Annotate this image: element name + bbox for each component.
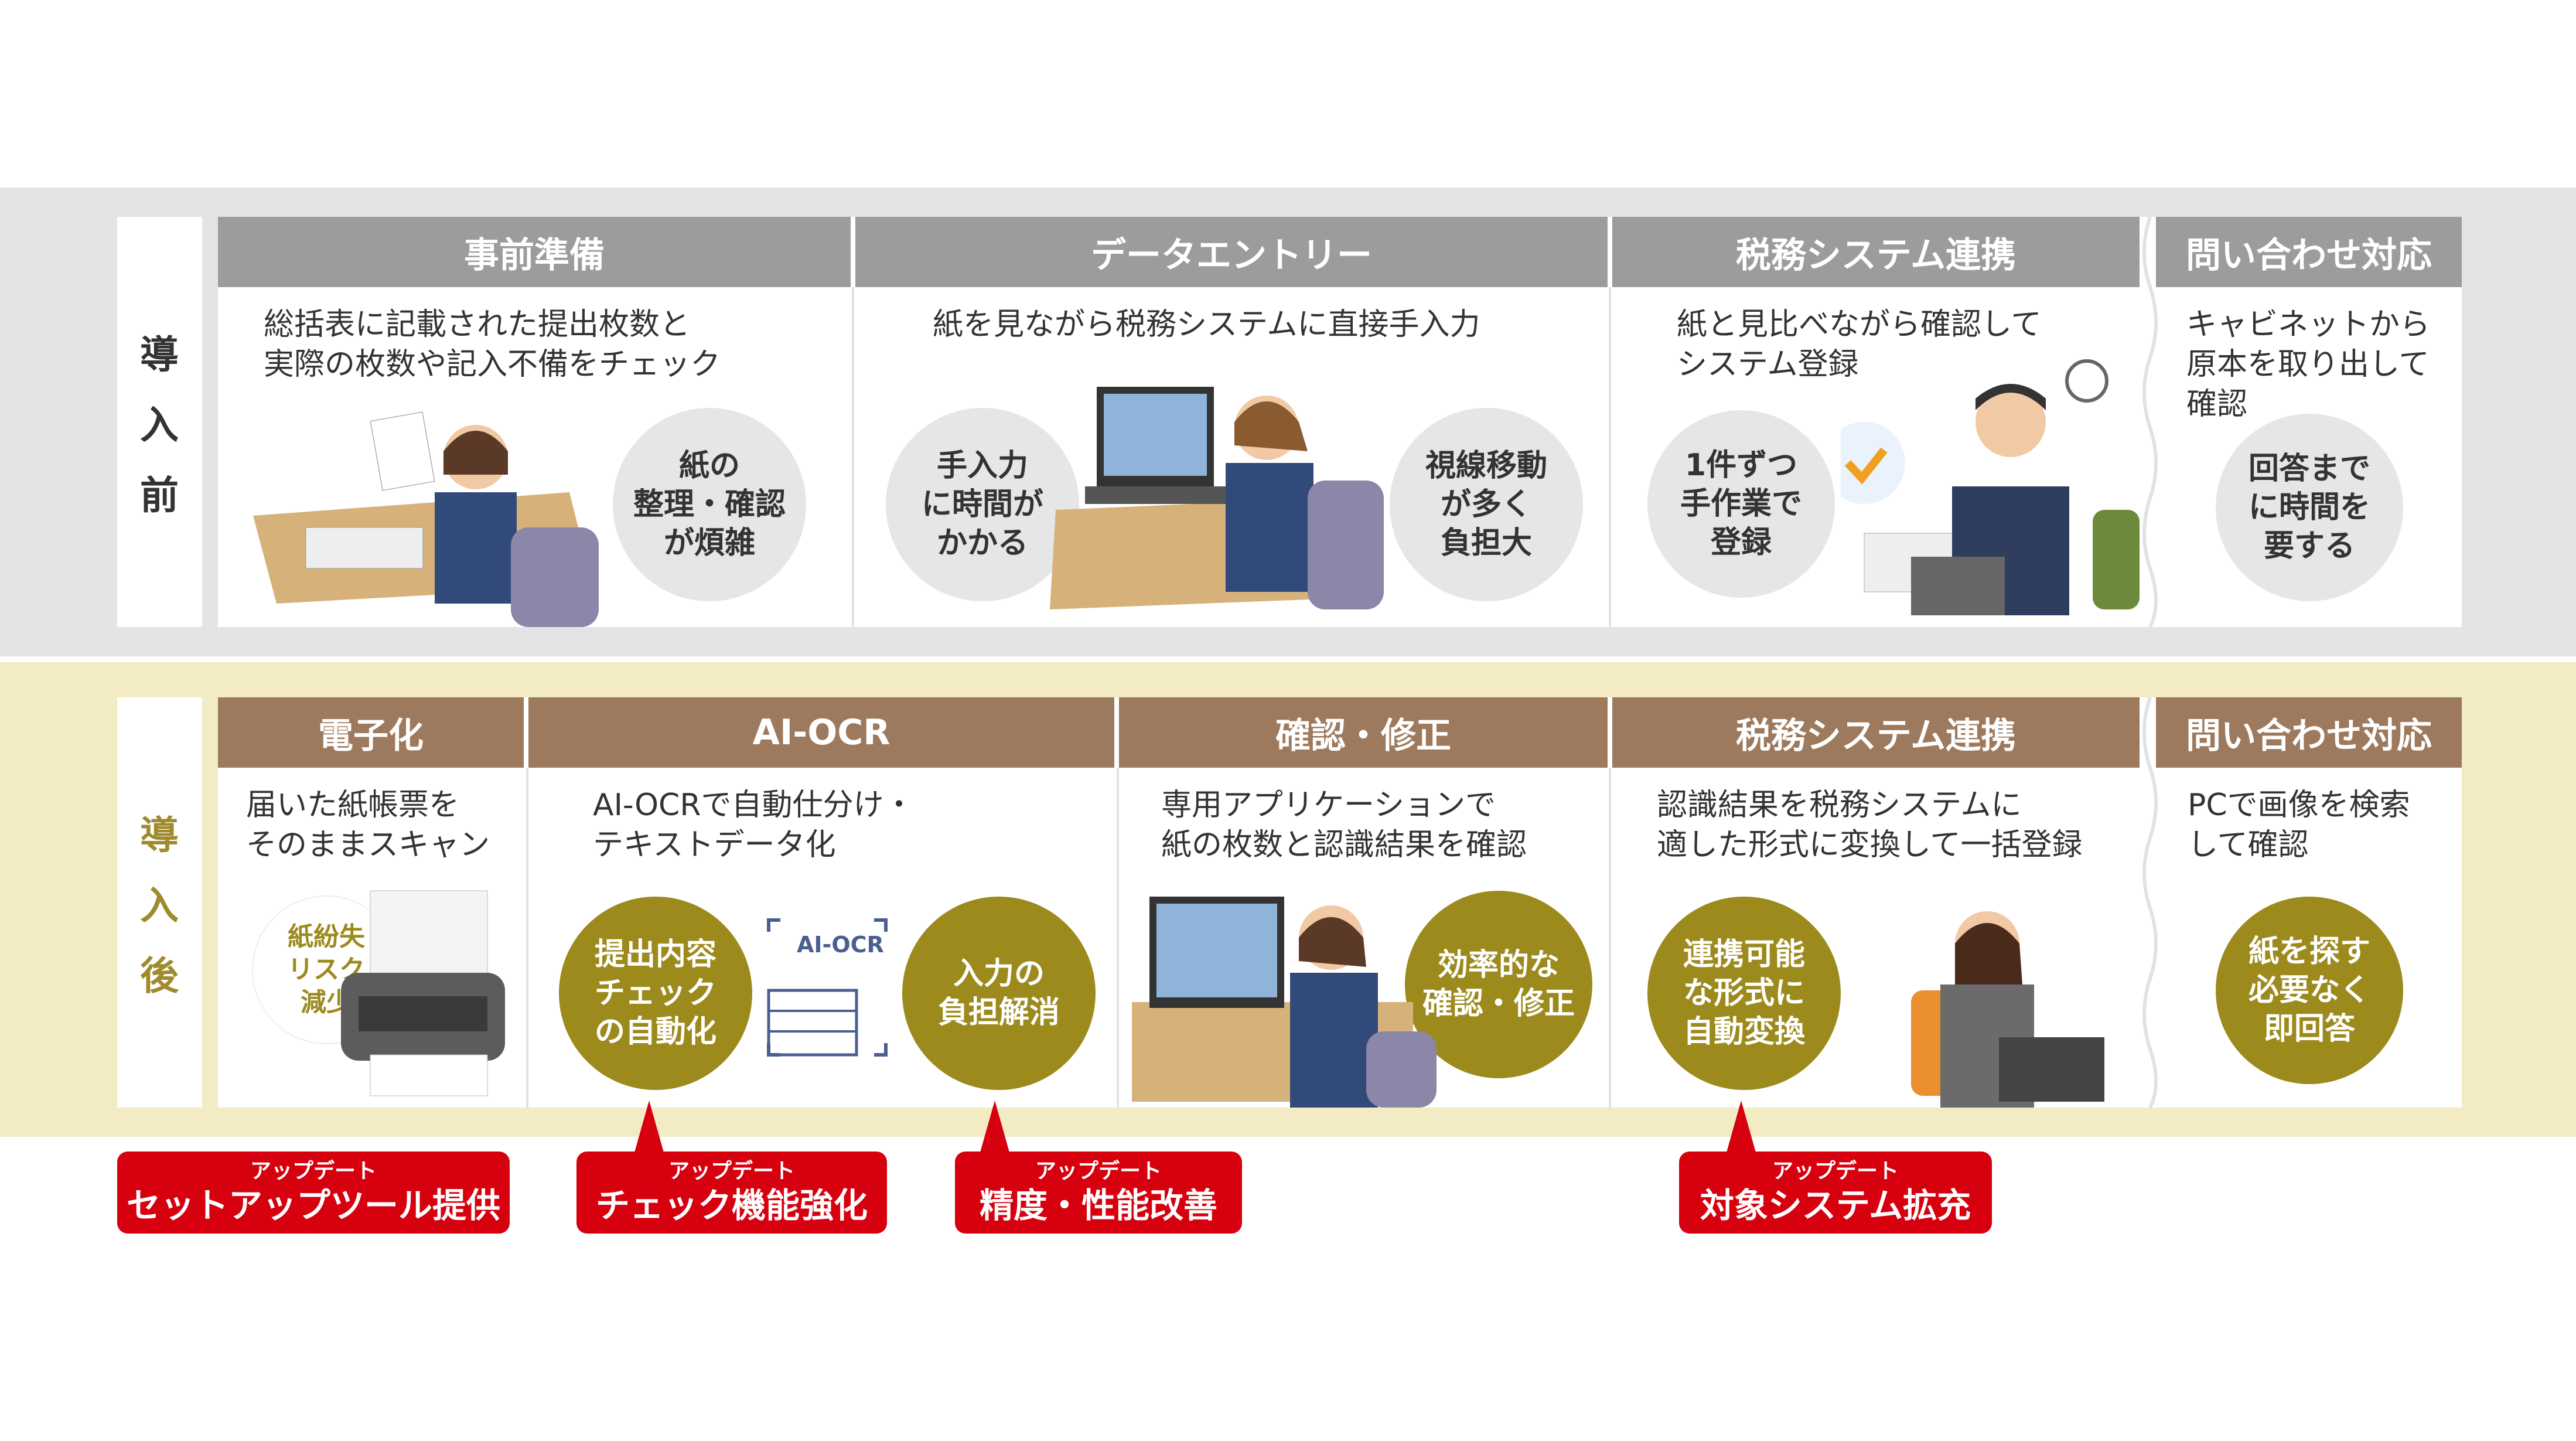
worker-reviewing-icon (1132, 897, 1437, 1108)
ai-ocr-document-icon (767, 918, 888, 1057)
benefit-bubble: 入力の 負担解消 (902, 897, 1096, 1090)
divider (1609, 287, 1611, 627)
before-label-panel (117, 217, 202, 627)
stage-desc-preparation: 総括表に記載された提出枚数と 実際の枚数や記入不備をチェック (264, 307, 721, 382)
wavy-break-icon (2142, 697, 2158, 1108)
issue-bubble: 紙の 整理・確認 が煩雑 (613, 408, 806, 601)
worker-stressed-icon (1841, 359, 2140, 615)
stage-desc-review: 専用アプリケーションで 紙の枚数と認識結果を確認 (1161, 788, 1527, 863)
worker-checking-papers-icon (253, 411, 599, 627)
update-badge-accuracy: アップデート 精度・性能改善 (955, 1152, 1242, 1234)
stage-header-inquiry: 問い合わせ対応 (2156, 217, 2462, 287)
worker-typing-icon (1050, 387, 1384, 609)
stage-desc-tax-system: 紙と見比べながら確認して システム登録 (1677, 307, 2042, 382)
before-label: 導 入 前 (118, 217, 200, 627)
before-stages-panel: 事前準備 データエントリー 税務システム連携 問い合わせ対応 総括表に記載された… (218, 217, 2462, 627)
divider (526, 768, 528, 1108)
stage-header-review: 確認・修正 (1119, 697, 1608, 768)
stage-desc-inquiry: キャビネットから 原本を取り出して 確認 (2186, 307, 2431, 422)
update-pointer (980, 1101, 1010, 1154)
issue-bubble: 視線移動 が多く 負担大 (1390, 408, 1583, 601)
before-label-char: 入 (140, 403, 179, 448)
stage-header-ai-ocr: AI-OCR (528, 697, 1114, 768)
issue-bubble: 回答まで に時間を 要する (2216, 414, 2403, 601)
benefit-bubble: 提出内容 チェック の自動化 (559, 897, 752, 1090)
stage-header-preparation: 事前準備 (218, 217, 851, 287)
worker-satisfied-icon (1911, 911, 2104, 1108)
update-badge-title: セットアップツール提供 (126, 1185, 500, 1225)
issue-bubble: 手入力 に時間が かかる (886, 408, 1079, 601)
update-badge-small: アップデート (250, 1159, 377, 1183)
before-label-char: 導 (140, 332, 179, 377)
update-badge-small: アップデート (668, 1159, 795, 1183)
stage-desc-inquiry: PCで画像を検索 して確認 (2188, 788, 2410, 863)
update-pointer (634, 1101, 664, 1154)
stage-desc-ai-ocr: AI-OCRで自動仕分け・ テキストデータ化 (593, 788, 915, 863)
benefit-bubble: 紙を探す 必要なく 即回答 (2216, 897, 2403, 1084)
after-label-char: 後 (140, 953, 179, 999)
update-badge-check-function: アップデート チェック機能強化 (576, 1152, 887, 1234)
stage-desc-tax-system: 認識結果を税務システムに 適した形式に変換して一括登録 (1657, 788, 2083, 863)
stage-desc-data-entry: 紙を見ながら税務システムに直接手入力 (933, 307, 1480, 342)
after-label-panel (117, 697, 202, 1108)
divider (852, 287, 854, 627)
stage-header-tax-system: 税務システム連携 (1612, 217, 2140, 287)
update-badge-small: アップデート (1772, 1159, 1899, 1183)
before-label-char: 前 (140, 473, 179, 518)
update-badge-title: チェック機能強化 (595, 1185, 868, 1225)
wavy-break-icon (2142, 217, 2158, 627)
update-badge-setup-tool: アップデート セットアップツール提供 (117, 1152, 510, 1234)
update-pointer (1726, 1101, 1756, 1154)
stage-header-digitize: 電子化 (218, 697, 524, 768)
update-badge-title: 対象システム拡充 (1700, 1185, 1971, 1225)
update-badge-target-systems: アップデート 対象システム拡充 (1679, 1152, 1992, 1234)
stage-header-tax-system: 税務システム連携 (1612, 697, 2140, 768)
update-badge-title: 精度・性能改善 (979, 1185, 1217, 1225)
stage-desc-digitize: 届いた紙帳票を そのままスキャン (246, 788, 490, 863)
divider (1609, 768, 1611, 1108)
divider (1117, 768, 1119, 1108)
benefit-bubble: 連携可能 な形式に 自動変換 (1647, 897, 1841, 1090)
update-badge-small: アップデート (1035, 1159, 1162, 1183)
after-stages-panel: 電子化 AI-OCR 確認・修正 税務システム連携 問い合わせ対応 届いた紙帳票… (218, 697, 2462, 1108)
scanner-icon (341, 890, 505, 1096)
ai-ocr-icon-label: AI-OCR (797, 932, 884, 958)
after-label-char: 導 (140, 813, 179, 858)
stage-header-inquiry: 問い合わせ対応 (2156, 697, 2462, 768)
stage-header-data-entry: データエントリー (855, 217, 1608, 287)
issue-bubble: 1件ずつ 手作業で 登録 (1647, 410, 1835, 598)
after-label-char: 入 (140, 883, 179, 928)
after-label: 導 入 後 (118, 697, 200, 1108)
